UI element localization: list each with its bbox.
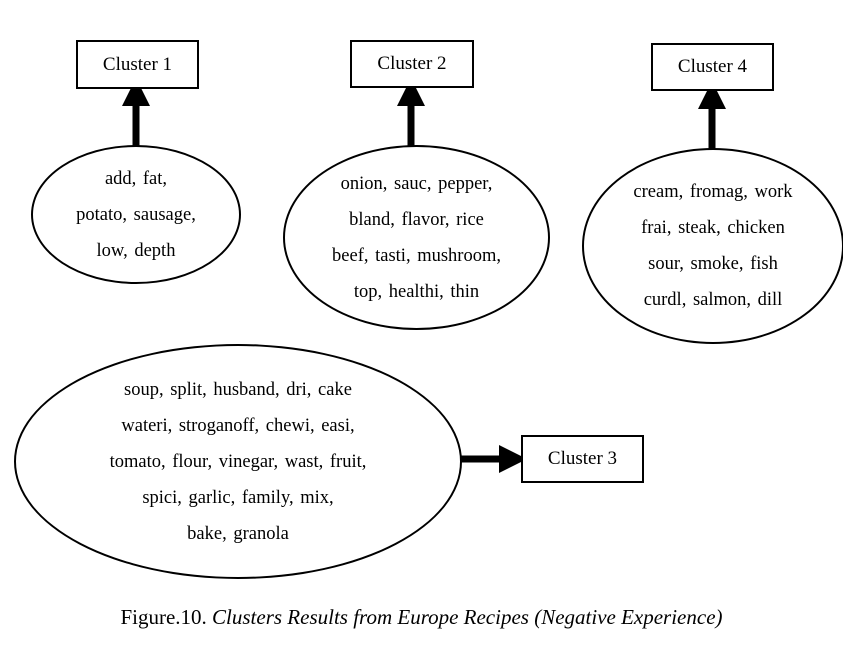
cluster-2-terms-line: bland, flavor, rice: [349, 209, 484, 230]
cluster-4-box: Cluster 4: [651, 43, 774, 91]
cluster-1-terms: add, fat, potato, sausage, low, depth: [31, 145, 241, 284]
cluster-1-terms-line: add, fat,: [104, 168, 168, 189]
cluster-3-terms-line: bake, granola: [187, 523, 289, 544]
cluster-4-terms-line: sour, smoke, fish: [648, 254, 778, 274]
caption-prefix: Figure.10.: [120, 605, 207, 629]
cluster-4-terms-line: curdl, salmon, dill: [643, 290, 783, 310]
caption-title: Clusters Results from Europe Recipes (Ne…: [212, 605, 723, 629]
cluster-2-terms-line: onion, sauc, pepper,: [340, 173, 493, 194]
cluster-2-label: Cluster 2: [377, 53, 447, 74]
cluster-3-terms-line: spici, garlic, family, mix,: [142, 487, 334, 508]
cluster-4-label: Cluster 4: [677, 56, 748, 77]
cluster-2-terms-line: beef, tasti, mushroom,: [332, 245, 501, 266]
cluster-4-terms-line: frai, steak, chicken: [641, 218, 785, 238]
cluster-4-terms: cream, fromag, work frai, steak, chicken…: [582, 148, 843, 344]
cluster-1-box: Cluster 1: [76, 40, 199, 89]
cluster-3-terms-line: tomato, flour, vinegar, wast, fruit,: [109, 451, 367, 472]
cluster-4-terms-line: cream, fromag, work: [633, 182, 793, 202]
cluster-1-label: Cluster 1: [102, 53, 173, 75]
cluster-2-terms-line: top, healthi, thin: [353, 281, 480, 302]
cluster-1-terms-line: low, depth: [96, 240, 176, 261]
cluster-2-box: Cluster 2: [350, 40, 474, 88]
cluster-2-terms: onion, sauc, pepper, bland, flavor, rice…: [283, 145, 550, 330]
cluster-1-terms-line: potato, sausage,: [76, 204, 196, 225]
cluster-3-terms-line: soup, split, husband, dri, cake: [124, 379, 352, 400]
cluster-3-box: Cluster 3: [521, 435, 644, 483]
cluster-3-label: Cluster 3: [547, 448, 618, 469]
cluster-3-terms: soup, split, husband, dri, cake wateri, …: [14, 344, 462, 579]
cluster-3-terms-line: wateri, stroganoff, chewi, easi,: [121, 415, 355, 436]
figure-caption: Figure.10. Clusters Results from Europe …: [0, 605, 843, 630]
